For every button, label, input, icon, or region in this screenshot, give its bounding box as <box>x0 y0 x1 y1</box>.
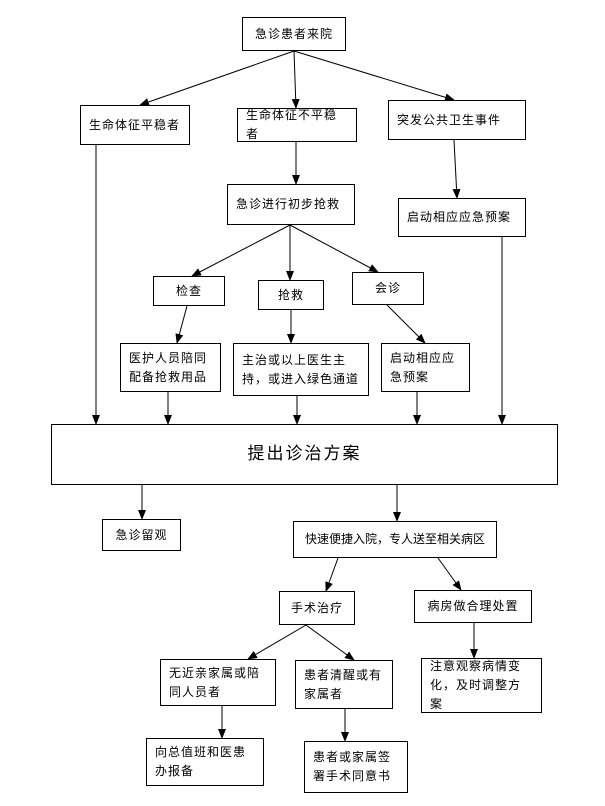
node-rescue-label: 抢救 <box>277 287 304 302</box>
node-consent: 患者或家属签署手术同意书 <box>304 741 408 793</box>
node-report: 向总值班和医患办报备 <box>146 738 264 786</box>
node-rescue: 抢救 <box>258 280 324 310</box>
edge-arrival-unstable <box>291 50 300 109</box>
node-admission: 快速便捷入院，专人送至相关病区 <box>293 521 497 558</box>
node-surgery-label: 手术治疗 <box>290 600 343 615</box>
node-surgery: 手术治疗 <box>279 591 355 625</box>
node-conscious-or-family: 患者清醒或有家属者 <box>295 660 393 709</box>
node-consult-plan: 启动相应应急预案 <box>381 343 470 392</box>
edge-admission-surgery <box>325 557 339 592</box>
edge-initial-consult <box>289 224 379 273</box>
node-no-relatives-label: 无近亲家属或陪同人员者 <box>169 665 261 699</box>
node-initial-rescue-label: 急诊进行初步抢救 <box>236 197 341 211</box>
node-unstable: 生命体征不平稳者 <box>237 108 357 142</box>
edge-public-plan <box>452 139 461 199</box>
node-emergency-plan-label: 启动相应应急预案 <box>407 210 512 224</box>
edge-admission-ward <box>437 557 462 591</box>
node-staff-escort-label: 医护人员陪同配备抢救用品 <box>129 350 208 384</box>
node-observation: 急诊留观 <box>102 519 181 551</box>
node-exam: 检查 <box>153 276 225 306</box>
node-consult-label: 会诊 <box>374 281 401 295</box>
node-consult: 会诊 <box>352 272 424 305</box>
edge-consult-plan <box>386 304 426 344</box>
node-unstable-label: 生命体征不平稳者 <box>246 108 338 141</box>
node-ward-handling: 病房做合理处置 <box>414 590 532 623</box>
node-stable: 生命体征平稳者 <box>80 105 190 145</box>
node-public-health-label: 突发公共卫生事件 <box>397 112 502 127</box>
node-attending-label: 主治或以上医生主持，或进入绿色通道 <box>242 352 360 386</box>
node-exam-label: 检查 <box>175 283 202 298</box>
node-consult-plan-label: 启动相应应急预案 <box>390 350 456 384</box>
node-attending: 主治或以上医生主持，或进入绿色通道 <box>233 343 369 396</box>
edge-arrival-stable <box>139 50 295 106</box>
node-observe-adjust-label: 注意观察病情变化，及时调整方案 <box>430 659 522 711</box>
node-consent-label: 患者或家属签署手术同意书 <box>313 750 392 783</box>
edge-surgery-norelatives <box>247 624 307 660</box>
edge-initial-exam <box>191 224 291 277</box>
node-ward-handling-label: 病房做合理处置 <box>427 599 519 613</box>
node-observation-label: 急诊留观 <box>115 527 168 542</box>
node-report-label: 向总值班和医患办报备 <box>155 745 247 778</box>
node-treatment-plan-label: 提出诊治方案 <box>247 444 362 464</box>
node-staff-escort: 医护人员陪同配备抢救用品 <box>120 343 221 392</box>
node-emergency-plan: 启动相应应急预案 <box>398 198 526 237</box>
node-admission-label: 快速便捷入院，专人送至相关病区 <box>304 532 485 546</box>
node-treatment-plan: 提出诊治方案 <box>51 424 558 485</box>
node-stable-label: 生命体征平稳者 <box>89 117 181 132</box>
node-arrival-label: 急诊患者来院 <box>254 26 333 41</box>
edge-arrival-public <box>293 50 455 102</box>
node-arrival: 急诊患者来院 <box>242 17 346 51</box>
node-observe-adjust: 注意观察病情变化，及时调整方案 <box>421 658 542 713</box>
edge-surgery-conscious <box>305 624 355 661</box>
node-conscious-or-family-label: 患者清醒或有家属者 <box>304 667 383 701</box>
node-no-relatives: 无近亲家属或陪同人员者 <box>160 659 276 706</box>
node-initial-rescue: 急诊进行初步抢救 <box>227 184 355 225</box>
node-public-health: 突发公共卫生事件 <box>388 100 526 140</box>
edge-exam-escort <box>175 305 188 344</box>
